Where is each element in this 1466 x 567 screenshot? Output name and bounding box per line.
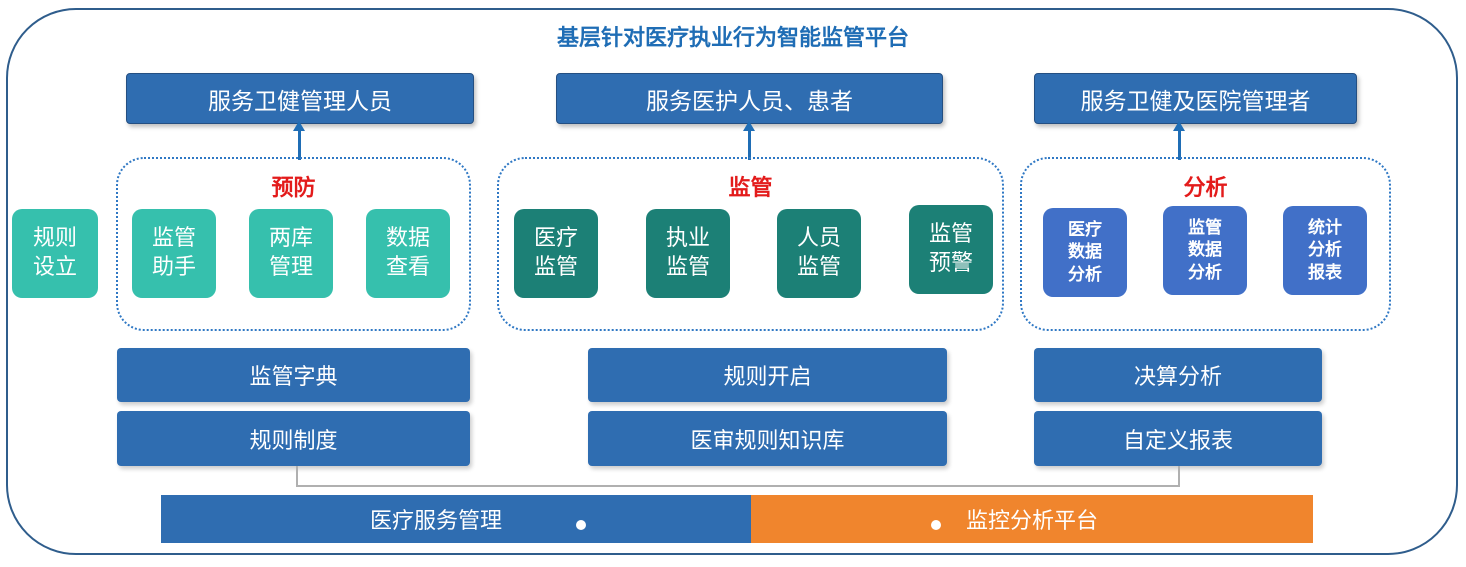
up-arrow-icon [1173,121,1185,131]
group-prevention [116,157,471,331]
group-label-analysis: 分析 [1183,176,1228,201]
arrow-shaft [298,130,301,160]
up-arrow-icon [293,121,305,131]
arrow-shaft [748,130,751,160]
group-supervision [497,157,1004,331]
target-box-health-admin: 服务卫健管理人员 [126,73,474,124]
bullet-dot-icon [576,520,586,530]
outer-frame [6,8,1458,555]
tile-supervision-warning: 监管 预警 [909,205,993,294]
bullet-dot-icon [931,520,941,530]
tile-data-view: 数据 查看 [366,209,450,298]
bar-audit-rule-library: 医审规则知识库 [588,411,947,466]
bar-rule-enable: 规则开启 [588,348,947,402]
target-box-medical-staff: 服务医护人员、患者 [556,73,943,124]
platform-label-medical-service: 医疗服务管理 [369,509,502,534]
tile-statistics-report: 统计 分析 报表 [1283,206,1367,295]
bar-rule-system: 规则制度 [117,411,470,466]
bar-final-account-analysis: 决算分析 [1034,348,1322,402]
tile-medical-data-analysis: 医疗 数据 分析 [1043,208,1127,297]
tile-supervision-assistant: 监管 助手 [132,209,216,298]
up-arrow-icon [743,121,755,131]
group-analysis [1020,157,1391,331]
tile-supervision-data-analysis: 监管 数据 分析 [1163,206,1247,295]
tile-medical-supervision: 医疗 监管 [514,209,598,298]
connector-line [296,466,1180,487]
platform-label-monitor-analysis: 监控分析平台 [965,509,1098,534]
group-label-prevention: 预防 [271,176,316,201]
tile-practice-supervision: 执业 监管 [646,209,730,298]
bar-supervision-dictionary: 监管字典 [117,348,470,402]
arrow-shaft [1178,130,1181,160]
tile-two-library-management: 两库 管理 [249,209,333,298]
group-label-supervision: 监管 [728,176,773,201]
page-title: 基层针对医疗执业行为智能监管平台 [556,26,909,51]
platform-monitor-analysis: 监控分析平台 [751,495,1313,543]
tile-personnel-supervision: 人员 监管 [777,209,861,298]
rule-setup-tile: 规则 设立 [12,209,98,298]
bar-custom-report: 自定义报表 [1034,411,1322,466]
platform-medical-service: 医疗服务管理 [161,495,751,543]
target-box-hospital-admin: 服务卫健及医院管理者 [1034,73,1357,124]
